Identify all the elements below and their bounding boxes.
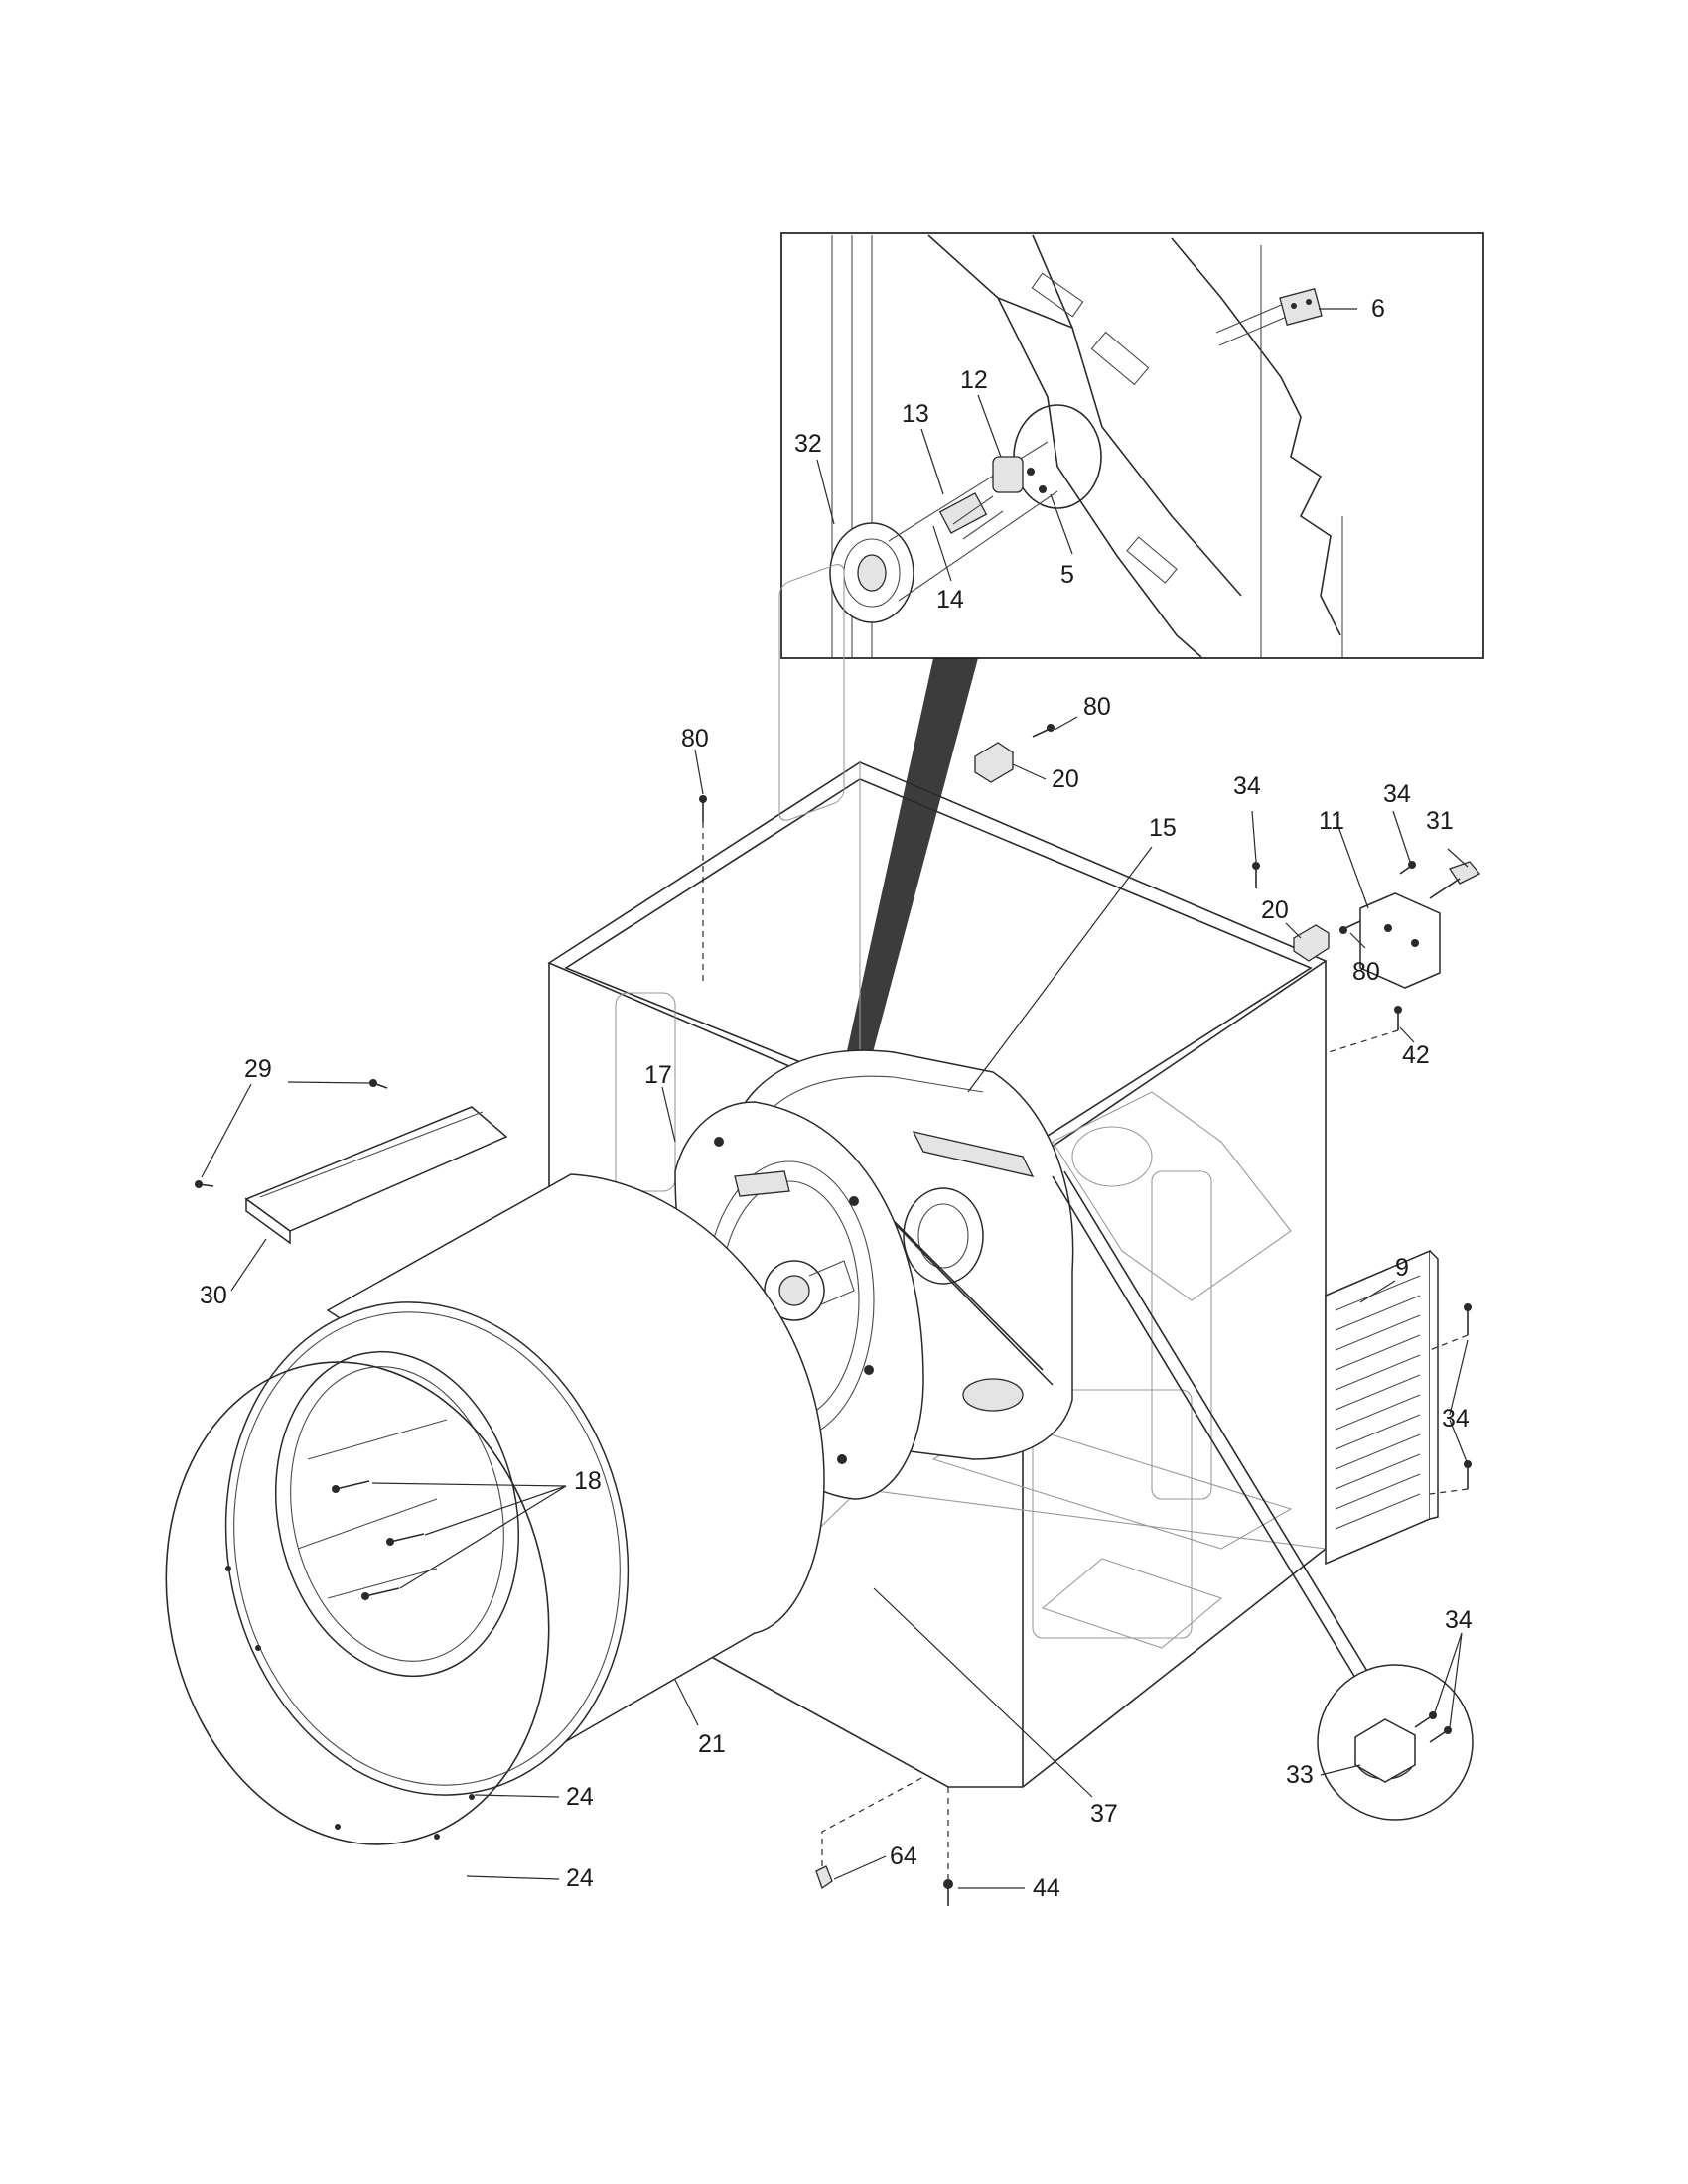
- callout-80-top: 80: [1083, 693, 1111, 721]
- callout-80-right: 80: [1352, 958, 1380, 986]
- callout-15: 15: [1149, 814, 1177, 842]
- lamp-bracket: [195, 1079, 508, 1245]
- callout-13: 13: [902, 400, 929, 428]
- callout-32: 32: [794, 430, 822, 458]
- callout-20-top: 20: [1052, 765, 1079, 793]
- callout-37: 37: [1090, 1800, 1118, 1828]
- leader-lines: [201, 716, 1469, 1889]
- callout-30: 30: [200, 1282, 227, 1309]
- callout-17: 17: [644, 1061, 672, 1089]
- drum: [224, 1173, 825, 1796]
- callout-24-upper: 24: [566, 1783, 594, 1811]
- callout-12: 12: [960, 366, 988, 394]
- callout-6: 6: [1371, 295, 1385, 323]
- top-hardware: [699, 724, 1481, 1053]
- callout-44: 44: [1033, 1874, 1060, 1902]
- callout-5: 5: [1060, 561, 1074, 589]
- callout-34-bracket: 34: [1383, 780, 1411, 808]
- rear-access-panel: [1325, 1249, 1472, 1566]
- drum-screws: [332, 1480, 425, 1600]
- thermostat-detail: [1052, 1170, 1474, 1821]
- callout-31: 31: [1426, 807, 1454, 835]
- callout-labels: 80 20 15 34 34 11 31 20 80 42 80 17 29 3…: [200, 693, 1473, 1902]
- callout-14: 14: [936, 586, 964, 614]
- callout-42: 42: [1402, 1041, 1430, 1069]
- callout-34-top: 34: [1233, 772, 1261, 800]
- bottom-hardware: [815, 1776, 953, 1906]
- callout-20-right: 20: [1261, 896, 1289, 924]
- callout-18: 18: [574, 1467, 602, 1495]
- callout-34-thermostat: 34: [1445, 1606, 1473, 1634]
- callout-80-left: 80: [681, 725, 709, 752]
- callout-34-panel: 34: [1442, 1405, 1470, 1433]
- callout-21: 21: [698, 1730, 726, 1758]
- callout-29: 29: [244, 1055, 272, 1083]
- callout-11: 11: [1319, 807, 1344, 835]
- callout-9: 9: [1395, 1254, 1409, 1282]
- drum-seal-ring: [165, 1361, 550, 1845]
- callout-64: 64: [890, 1843, 917, 1870]
- detail-inset: 6 12 13 32 14 5: [780, 232, 1484, 659]
- callout-24-lower: 24: [566, 1864, 594, 1892]
- callout-33: 33: [1286, 1761, 1314, 1789]
